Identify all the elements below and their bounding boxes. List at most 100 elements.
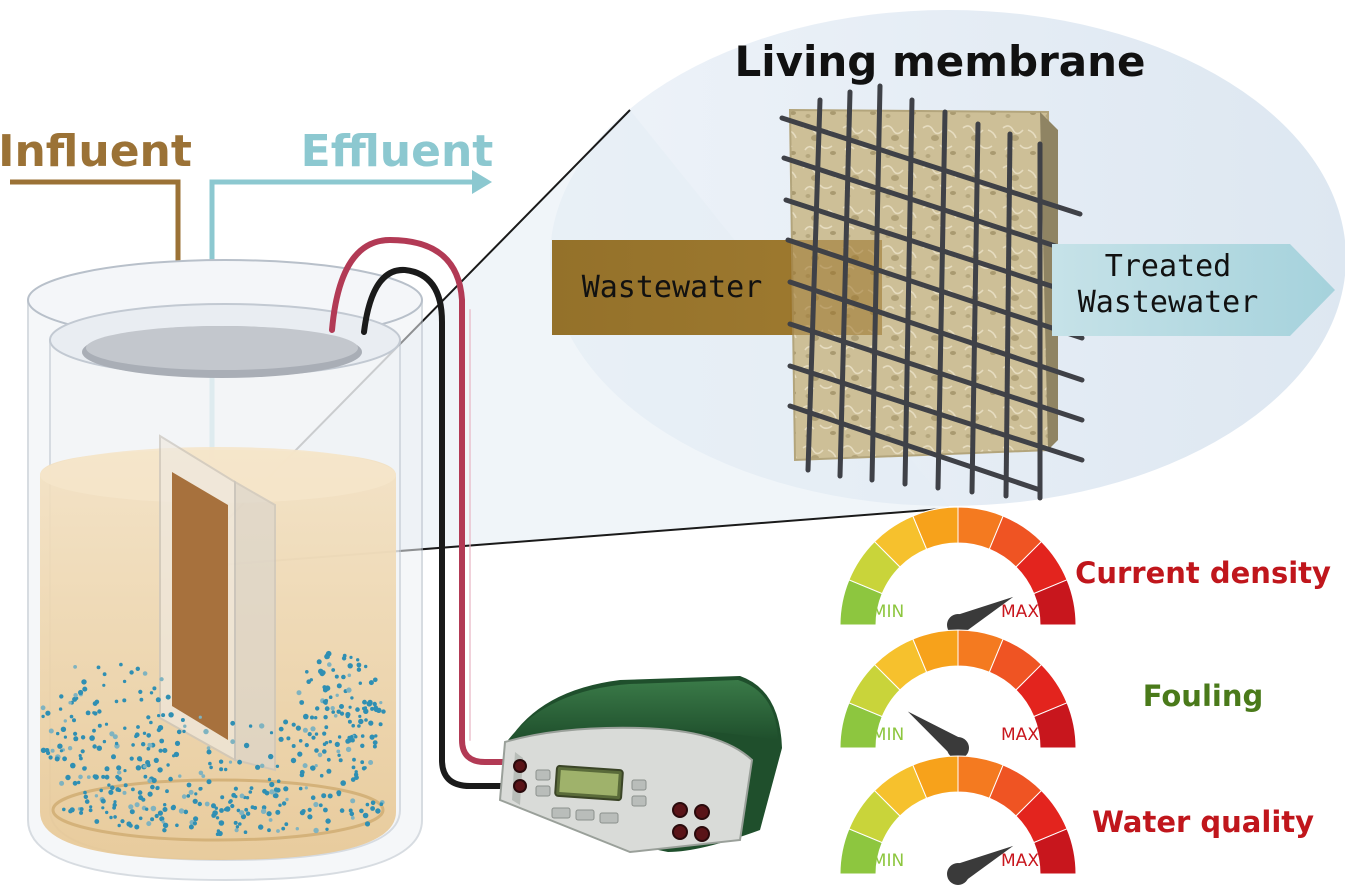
particle-dot [89, 735, 95, 741]
particle-dot [281, 826, 286, 831]
particle-dot [348, 808, 353, 813]
particle-dot [327, 793, 333, 799]
particle-dot [78, 754, 82, 758]
particle-dot [165, 789, 169, 794]
particle-dot [94, 819, 100, 824]
particle-dot [260, 763, 265, 768]
particle-dot [317, 752, 323, 758]
particle-dot [72, 718, 76, 723]
particle-dot [314, 748, 319, 753]
particle-dot [79, 810, 84, 815]
particle-dot [228, 760, 233, 764]
particle-dot [110, 785, 115, 790]
particle-dot [192, 821, 197, 826]
particle-dot [319, 773, 324, 778]
particle-dot [218, 820, 225, 826]
particle-dot [349, 811, 355, 817]
particle-dot [203, 728, 209, 735]
particle-dot [326, 768, 332, 774]
influent-label: Influent [0, 126, 192, 177]
particle-dot [134, 734, 138, 739]
particle-dot [347, 673, 352, 678]
particle-dot [302, 727, 308, 733]
particle-dot [331, 668, 336, 672]
particle-dot [85, 710, 91, 716]
particle-dot [120, 819, 125, 824]
particle-dot [63, 719, 67, 723]
particle-dot [267, 777, 272, 782]
particle-dot [141, 742, 146, 747]
particle-dot [273, 787, 279, 792]
particle-dot [129, 809, 135, 815]
particle-dot [73, 665, 77, 669]
particle-dot [146, 821, 152, 827]
particle-dot [321, 793, 327, 799]
particle-dot [100, 798, 106, 804]
particle-dot [94, 794, 99, 798]
particle-dot [119, 662, 123, 667]
particle-dot [109, 731, 115, 737]
particle-dot [162, 828, 167, 833]
particle-dot [299, 700, 305, 705]
particle-dot [101, 774, 106, 779]
particle-dot [123, 726, 127, 730]
particle-dot [336, 683, 342, 689]
particle-dot [145, 760, 151, 765]
particle-dot [258, 824, 264, 830]
particle-dot [298, 786, 303, 791]
particle-dot [357, 724, 361, 728]
particle-dot [206, 749, 212, 755]
particle-dot [134, 824, 140, 830]
particle-dot [67, 746, 73, 751]
particle-dot [276, 779, 281, 783]
particle-dot [237, 759, 243, 765]
particle-dot [217, 830, 223, 837]
particle-dot [78, 774, 83, 780]
particle-dot [313, 801, 319, 808]
particle-dot [204, 801, 210, 807]
particle-dot [74, 696, 79, 700]
particle-dot [342, 653, 347, 658]
particle-dot [62, 807, 66, 812]
particle-dot [381, 709, 386, 714]
particle-dot [250, 805, 255, 810]
particle-dot [268, 753, 274, 760]
particle-dot [224, 767, 228, 772]
particle-dot [84, 799, 90, 804]
particle-dot [63, 735, 67, 739]
particle-dot [323, 807, 328, 813]
particle-dot [372, 744, 377, 749]
living-membrane-title: Living membrane [734, 37, 1145, 86]
gauge-needle-hub [947, 737, 969, 759]
particle-dot [328, 695, 333, 699]
particle-dot [150, 805, 157, 812]
particle-dot [334, 674, 339, 679]
particle-dot [362, 812, 369, 819]
particle-dot [211, 803, 216, 809]
particle-dot [315, 706, 320, 711]
particle-dot [126, 821, 132, 827]
particle-dot [368, 760, 374, 765]
particle-dot [65, 774, 71, 781]
particle-dot [354, 735, 358, 739]
particle-dot [181, 794, 187, 799]
particle-dot [102, 672, 107, 677]
particle-dot [305, 670, 309, 674]
particle-dot [347, 663, 353, 669]
particle-dot [198, 787, 203, 791]
particle-dot [314, 732, 319, 736]
particle-dot [347, 719, 352, 724]
particle-dot [295, 827, 299, 831]
particle-dot [234, 828, 239, 833]
particle-dot [146, 733, 151, 738]
particle-dot [219, 767, 224, 772]
gauge-max-label: MAX [1001, 602, 1039, 622]
treated-label-line2: Wastewater [1078, 285, 1259, 320]
particle-dot [161, 713, 166, 718]
particle-dot [62, 756, 67, 762]
particle-dot [188, 789, 194, 795]
particle-dot [192, 798, 198, 804]
particle-dot [346, 687, 352, 693]
particle-dot [48, 728, 54, 734]
